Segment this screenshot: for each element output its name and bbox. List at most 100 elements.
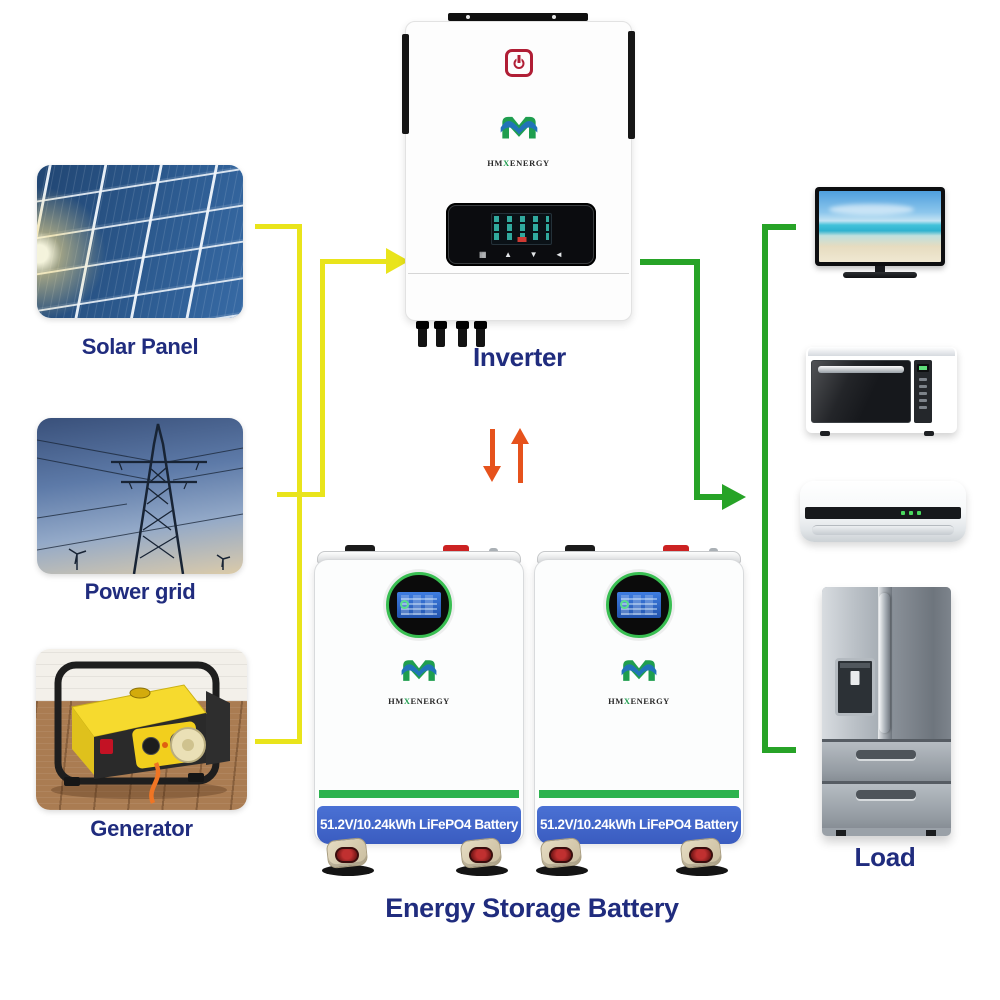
brand-energy: ENERGY	[509, 158, 550, 168]
inverter-output-wire	[640, 259, 698, 265]
control-button	[919, 399, 927, 402]
status-ring-icon	[620, 600, 629, 609]
fridge-right-door	[892, 587, 951, 739]
generator-output-wire	[255, 739, 302, 744]
inverter-display-panel: ▦ ▲ ▼ ◄	[446, 203, 596, 266]
fridge-drawer	[822, 742, 951, 781]
battery-charge-arrowhead-icon	[511, 428, 529, 444]
battery-negative-terminal	[345, 545, 375, 555]
battery-group-label: Energy Storage Battery	[385, 893, 679, 923]
battery-negative-terminal	[565, 545, 595, 555]
enter-button-icon[interactable]: ◄	[555, 250, 563, 259]
battery-green-stripe	[539, 790, 739, 798]
battery-lcd-screen	[617, 592, 661, 618]
battery-green-stripe	[319, 790, 519, 798]
inverter-input-wire	[320, 259, 387, 264]
battery-display-ring	[386, 572, 452, 638]
caster-wheel	[322, 836, 374, 877]
drawer-handle	[856, 790, 916, 799]
brand-x: X	[503, 158, 510, 168]
battery-unit-2: HMXENERGY 51.2V/10.24kWh LiFePO4 Battery	[533, 545, 745, 878]
power-grid-image	[37, 418, 243, 574]
air-conditioner-image	[800, 481, 966, 542]
mc4-connector	[456, 321, 469, 347]
fridge-door-handle	[879, 593, 890, 733]
down-button-icon[interactable]: ▼	[529, 250, 538, 259]
fridge-drawer	[822, 784, 951, 828]
microwave-top-highlight	[808, 347, 955, 356]
brand-x: X	[403, 696, 411, 706]
battery-body: HMXENERGY 51.2V/10.24kWh LiFePO4 Battery	[534, 559, 744, 844]
ac-indicator-led	[917, 511, 921, 515]
load-drop-wire	[694, 259, 700, 500]
load-feed-wire	[694, 494, 724, 500]
microwave-control-panel	[914, 360, 932, 423]
transmission-tower-graphic	[37, 423, 243, 574]
brand-logo-icon	[401, 660, 437, 681]
fridge-foot	[836, 830, 846, 836]
status-ring-icon	[400, 600, 409, 609]
mc4-connector	[434, 321, 447, 347]
inverter-body: HMXENERGY ▦ ▲ ▼ ◄	[402, 21, 635, 347]
up-button-icon[interactable]: ▲	[504, 250, 513, 259]
drawer-handle	[856, 750, 916, 759]
screw-hole-icon	[466, 15, 470, 19]
fridge-body	[822, 587, 951, 836]
generator-image	[36, 649, 247, 810]
tv-screen	[819, 191, 941, 262]
brand-logo-icon	[621, 660, 657, 681]
fridge-seam	[822, 781, 951, 784]
fridge-foot	[926, 830, 936, 836]
load-bus-bottom-stub	[762, 747, 796, 753]
generator-label: Generator	[90, 816, 193, 841]
load-feed-arrowhead-icon	[722, 484, 746, 510]
screw-hole-icon	[552, 15, 556, 19]
caster-wheel	[536, 836, 588, 877]
power-icon	[504, 49, 533, 77]
power-grid-label: Power grid	[84, 579, 196, 604]
control-button	[919, 385, 927, 388]
inverter-label: Inverter	[473, 342, 566, 372]
caster-wheel	[456, 836, 508, 877]
battery-positive-terminal	[663, 545, 689, 555]
source-bus-wire	[297, 224, 302, 743]
microwave-foot	[924, 431, 934, 436]
fridge-seam	[822, 739, 951, 742]
load-distribution-bus	[762, 224, 768, 753]
ac-vent-flap	[812, 525, 954, 535]
door-handle	[818, 366, 904, 373]
battery-display-ring	[606, 572, 672, 638]
solar-output-wire	[255, 224, 300, 229]
microwave-image	[806, 347, 957, 436]
mc4-connector	[416, 321, 429, 347]
tv-stand-base	[843, 272, 917, 278]
screen-pixels	[401, 595, 437, 615]
dusk-sky-background	[37, 418, 243, 574]
panel-seam	[408, 273, 629, 274]
brand-logo-icon	[500, 116, 537, 139]
battery-positive-terminal	[443, 545, 469, 555]
grid-riser-wire	[320, 259, 325, 497]
control-button	[919, 406, 927, 409]
battery-discharge-arrowhead-icon	[483, 466, 501, 482]
heatsink-fin	[628, 31, 635, 139]
screen-pixels	[621, 595, 657, 615]
control-button	[919, 392, 927, 395]
brand-energy: ENERGY	[410, 696, 450, 706]
battery-lcd-screen	[397, 592, 441, 618]
display-buttons: ▦ ▲ ▼ ◄	[479, 251, 563, 259]
battery-discharge-arrow-shaft	[490, 429, 495, 468]
ac-indicator-led	[909, 511, 913, 515]
brand-text: HMXENERGY	[535, 696, 743, 706]
microwave-door	[811, 360, 911, 423]
sun-glare	[37, 165, 243, 318]
brand-hm: HM	[388, 696, 404, 706]
menu-button-icon[interactable]: ▦	[479, 250, 487, 259]
battery-unit-1: HMXENERGY 51.2V/10.24kWh LiFePO4 Battery	[313, 545, 525, 878]
solar-panel-image	[37, 165, 243, 318]
brand-text: HMXENERGY	[406, 158, 631, 168]
mounting-bracket	[448, 13, 588, 21]
battery-charge-arrow-shaft	[518, 443, 523, 483]
inverter-unit: HMXENERGY ▦ ▲ ▼ ◄	[400, 10, 635, 350]
